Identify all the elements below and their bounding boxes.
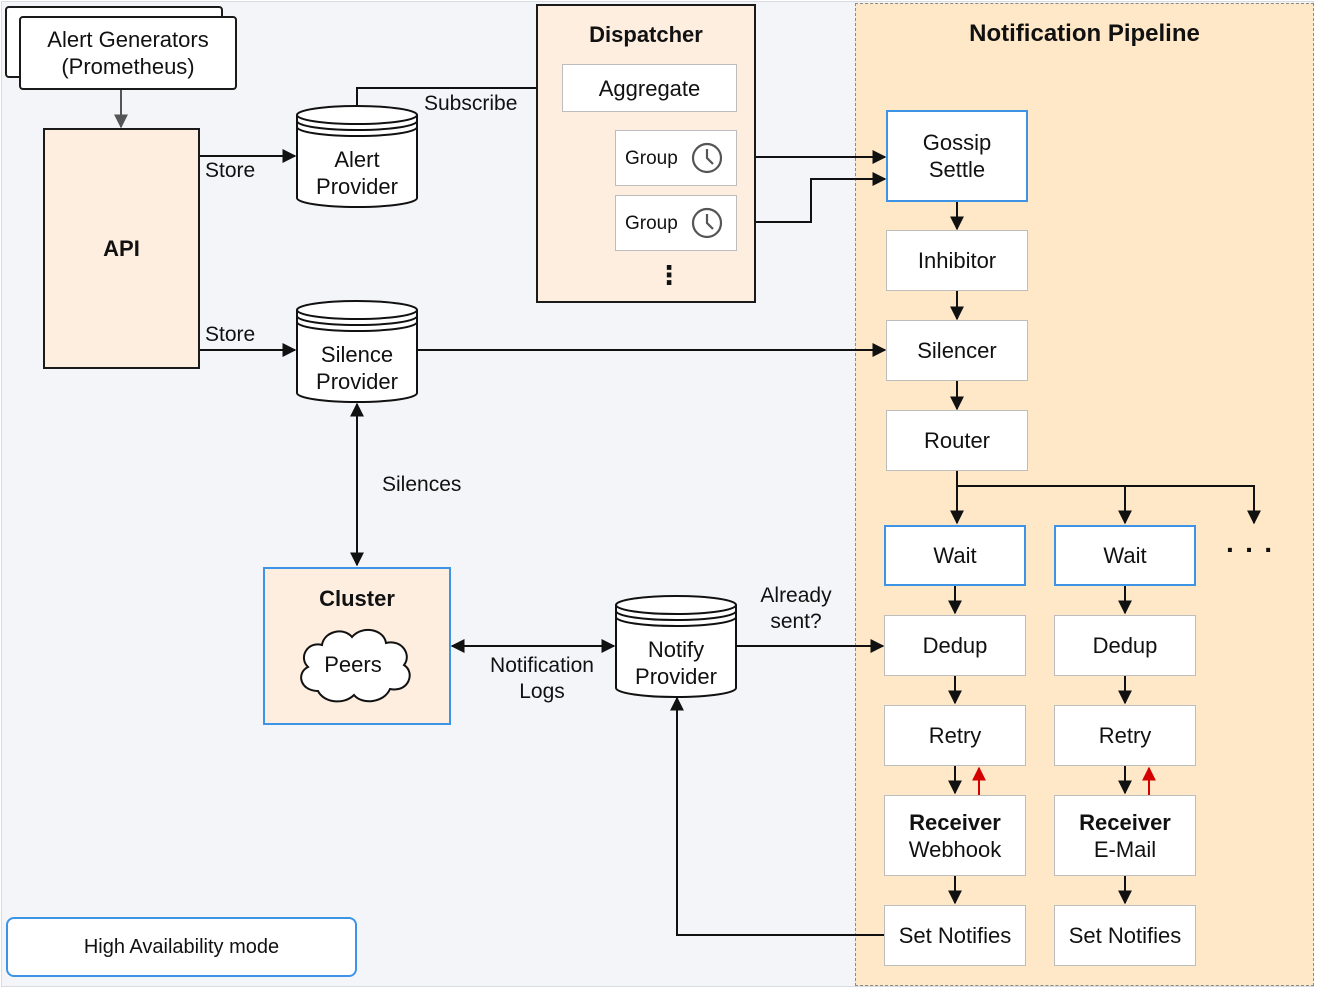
receiver-type: Webhook [908,836,1002,862]
store-label-silence: Store [205,323,256,346]
gossip-settle-line2: Settle [928,157,986,182]
retry-box-webhook[interactable]: Retry [884,705,1026,766]
subscribe-label: Subscribe [424,92,518,115]
dedup-label: Dedup [1092,633,1158,658]
receiver-box-webhook[interactable]: Receiver Webhook [884,795,1026,876]
silences-label: Silences [382,473,462,496]
alert-provider[interactable]: Alert Provider [297,146,417,200]
inhibitor-label: Inhibitor [917,248,997,273]
already-sent-line2: sent? [770,610,822,633]
silence-provider-line2: Provider [316,369,398,394]
clock-icon [691,142,722,174]
group-box-2[interactable]: Group [615,195,737,251]
edge-set-notifies-notify [670,696,885,936]
dedup-box-webhook[interactable]: Dedup [884,615,1026,676]
cloud-icon [300,628,411,703]
api-label: API [103,236,140,261]
alert-generators-line1: Alert Generators [47,27,209,52]
alert-generators-box[interactable]: Alert Generators (Prometheus) [19,16,237,90]
edge-group2-gossip [737,172,887,223]
notification-logs-label: Notification Logs [486,653,598,705]
receiver-type: E-Mail [1093,836,1157,862]
router-label: Router [923,428,991,453]
router-box[interactable]: Router [886,410,1028,471]
wait-label: Wait [1103,543,1147,568]
dispatcher-title: Dispatcher [589,22,703,47]
set-notifies-box-email[interactable]: Set Notifies [1054,905,1196,966]
set-notifies-label: Set Notifies [898,923,1012,948]
receiver-title: Receiver [1079,809,1171,835]
aggregate-label: Aggregate [598,75,701,101]
inhibitor-box[interactable]: Inhibitor [886,230,1028,291]
notify-provider[interactable]: Notify Provider [616,636,736,690]
gossip-settle-box[interactable]: Gossip Settle [886,110,1028,202]
alert-provider-line1: Alert [334,147,380,172]
store-label-alert: Store [205,159,256,182]
set-notifies-label: Set Notifies [1068,923,1182,948]
alert-provider-line2: Provider [316,174,398,199]
router-more-ellipsis: · · · [1226,534,1275,565]
already-sent-label: Already sent? [750,583,842,635]
retry-label: Retry [1098,723,1152,748]
api-box[interactable]: API [43,128,200,369]
gossip-settle-line1: Gossip [922,130,992,155]
wait-box-webhook[interactable]: Wait [884,525,1026,586]
edge-router-more [957,485,1261,525]
receiver-title: Receiver [909,809,1001,835]
clock-icon [691,207,722,239]
retry-box-email[interactable]: Retry [1054,705,1196,766]
receiver-box-email[interactable]: Receiver E-Mail [1054,795,1196,876]
legend-label: High Availability mode [83,935,280,958]
edge-subscribe [356,81,562,106]
wait-box-email[interactable]: Wait [1054,525,1196,586]
peers-label: Peers [324,652,382,677]
already-sent-line1: Already [760,584,832,607]
alert-generators-line2: (Prometheus) [61,54,195,79]
dedup-label: Dedup [922,633,988,658]
retry-label: Retry [928,723,982,748]
dedup-box-email[interactable]: Dedup [1054,615,1196,676]
set-notifies-box-webhook[interactable]: Set Notifies [884,905,1026,966]
notification-logs-line1: Notification [490,654,594,677]
group-label-1: Group [625,147,678,169]
silencer-label: Silencer [917,338,997,363]
group-box-1[interactable]: Group [615,130,737,186]
cluster-title: Cluster [319,586,395,611]
silencer-box[interactable]: Silencer [886,320,1028,381]
silence-provider[interactable]: Silence Provider [297,341,417,395]
notify-provider-line1: Notify [647,637,705,662]
notification-logs-line2: Logs [519,680,565,703]
aggregate-box[interactable]: Aggregate [562,64,737,112]
wait-label: Wait [933,543,977,568]
group-label-2: Group [625,212,678,234]
silence-provider-line1: Silence [320,342,394,367]
notify-provider-line2: Provider [635,664,717,689]
legend-ha-mode: High Availability mode [6,917,357,977]
dispatcher-more-ellipsis: ⋮ [656,260,682,290]
pipeline-title: Notification Pipeline [969,20,1200,47]
